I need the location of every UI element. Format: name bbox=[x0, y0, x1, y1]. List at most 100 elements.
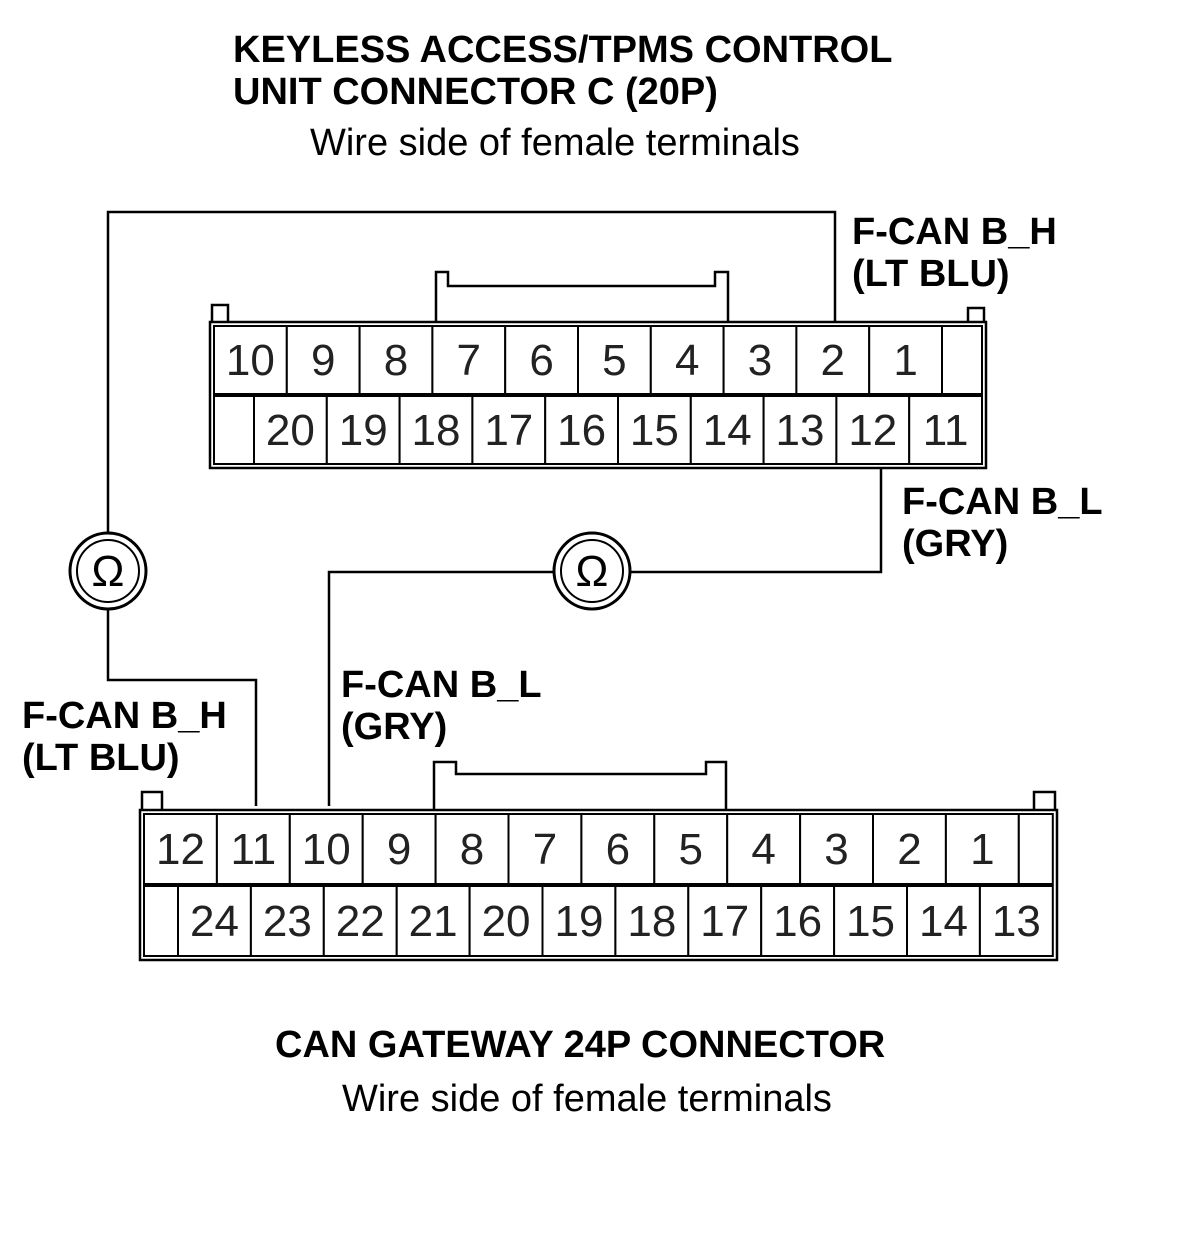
pin-number: 13 bbox=[992, 897, 1041, 946]
label-bottom-b-h-color: (LT BLU) bbox=[22, 737, 180, 779]
pin-number: 11 bbox=[923, 406, 969, 455]
pin-cell bbox=[835, 395, 911, 465]
pin-number: 18 bbox=[627, 897, 676, 946]
pin-number: 23 bbox=[263, 897, 312, 946]
pin-cell bbox=[906, 885, 981, 957]
pin-cell bbox=[580, 813, 656, 885]
pin-cell bbox=[722, 325, 798, 395]
label-top-b-l-color: (GRY) bbox=[902, 523, 1008, 565]
wire-f-can-b-h bbox=[106, 210, 837, 806]
blank-cavity bbox=[941, 325, 983, 395]
label-top-b-l-name: F-CAN B_L bbox=[902, 481, 1103, 523]
pin-cell bbox=[507, 813, 583, 885]
pin-number: 13 bbox=[776, 406, 825, 455]
pin-number: 15 bbox=[846, 897, 895, 946]
pin-number: 7 bbox=[533, 825, 557, 874]
pin-cell bbox=[617, 395, 692, 465]
label-bottom-b-h-name: F-CAN B_H bbox=[22, 695, 227, 737]
pin-cell bbox=[398, 395, 474, 465]
pin-number: 20 bbox=[266, 406, 315, 455]
ohm-icon: Ω bbox=[92, 547, 125, 596]
pin-cell bbox=[434, 813, 510, 885]
pin-cell bbox=[143, 813, 218, 885]
top-connector-row2: 20 19 18 17 16 15 14 13 12 11 bbox=[213, 395, 984, 465]
pin-number: 14 bbox=[703, 406, 752, 455]
pin-number: 5 bbox=[679, 825, 703, 874]
pin-cell bbox=[978, 885, 1054, 957]
blank-cavity bbox=[143, 885, 179, 957]
pin-cell bbox=[577, 325, 652, 395]
pin-cell bbox=[431, 325, 507, 395]
pin-number: 6 bbox=[606, 825, 630, 874]
pin-cell bbox=[541, 885, 617, 957]
top-connector-title-line2: UNIT CONNECTOR C (20P) bbox=[233, 71, 718, 113]
bottom-connector-title: CAN GATEWAY 24P CONNECTOR bbox=[275, 1024, 885, 1066]
pin-cell bbox=[288, 813, 364, 885]
pin-number: 24 bbox=[190, 897, 239, 946]
pin-number: 16 bbox=[773, 897, 822, 946]
pin-cell bbox=[249, 885, 325, 957]
ohmmeter-left: Ω bbox=[68, 531, 148, 611]
pin-cell bbox=[322, 885, 398, 957]
pin-cell bbox=[253, 395, 328, 465]
pin-number: 9 bbox=[387, 825, 411, 874]
pin-cell bbox=[689, 395, 765, 465]
pin-cell bbox=[795, 325, 871, 395]
pin-cell bbox=[762, 395, 838, 465]
label-top-b-h-name: F-CAN B_H bbox=[852, 211, 1057, 253]
pin-cell bbox=[687, 885, 763, 957]
pin-number: 5 bbox=[602, 336, 626, 385]
ohm-icon: Ω bbox=[576, 547, 609, 596]
top-connector-subtitle: Wire side of female terminals bbox=[310, 122, 800, 164]
pin-number: 2 bbox=[897, 825, 921, 874]
pin-number: 1 bbox=[893, 336, 917, 385]
pin-number: 21 bbox=[409, 897, 458, 946]
pin-cell bbox=[614, 885, 690, 957]
pin-cell bbox=[177, 885, 252, 957]
pin-cell bbox=[213, 325, 288, 395]
pin-number: 18 bbox=[412, 406, 461, 455]
pin-cell bbox=[726, 813, 802, 885]
pin-number: 12 bbox=[156, 825, 205, 874]
top-connector-title-line1: KEYLESS ACCESS/TPMS CONTROL bbox=[233, 29, 892, 71]
bottom-connector-subtitle: Wire side of female terminals bbox=[342, 1078, 832, 1120]
pin-number: 10 bbox=[302, 825, 351, 874]
pin-number: 16 bbox=[557, 406, 606, 455]
pin-number: 8 bbox=[384, 336, 408, 385]
pin-number: 1 bbox=[970, 825, 994, 874]
pin-cell bbox=[395, 885, 471, 957]
pin-number: 17 bbox=[700, 897, 749, 946]
pin-number: 22 bbox=[336, 897, 385, 946]
pin-number: 11 bbox=[231, 825, 277, 874]
pin-number: 6 bbox=[529, 336, 553, 385]
pin-cell bbox=[285, 325, 361, 395]
blank-cavity bbox=[213, 395, 255, 465]
pin-cell bbox=[649, 325, 725, 395]
wire-f-can-b-l bbox=[327, 468, 883, 806]
pin-number: 12 bbox=[848, 406, 897, 455]
label-bottom-b-l-color: (GRY) bbox=[341, 706, 447, 748]
pin-number: 19 bbox=[339, 406, 388, 455]
pin-number: 2 bbox=[821, 336, 845, 385]
pin-number: 7 bbox=[457, 336, 481, 385]
blank-cavity bbox=[1017, 813, 1054, 885]
pin-number: 8 bbox=[460, 825, 484, 874]
pin-cell bbox=[544, 395, 620, 465]
pin-number: 4 bbox=[751, 825, 775, 874]
pin-number: 3 bbox=[824, 825, 848, 874]
pin-number: 10 bbox=[226, 336, 275, 385]
pin-cell bbox=[504, 325, 580, 395]
pin-number: 3 bbox=[748, 336, 772, 385]
pin-cell bbox=[908, 395, 984, 465]
pin-number: 19 bbox=[554, 897, 603, 946]
pin-number: 17 bbox=[484, 406, 533, 455]
label-bottom-b-l-name: F-CAN B_L bbox=[341, 664, 542, 706]
pin-number: 15 bbox=[630, 406, 679, 455]
ohmmeter-right: Ω bbox=[552, 531, 632, 611]
pin-cell bbox=[325, 395, 401, 465]
